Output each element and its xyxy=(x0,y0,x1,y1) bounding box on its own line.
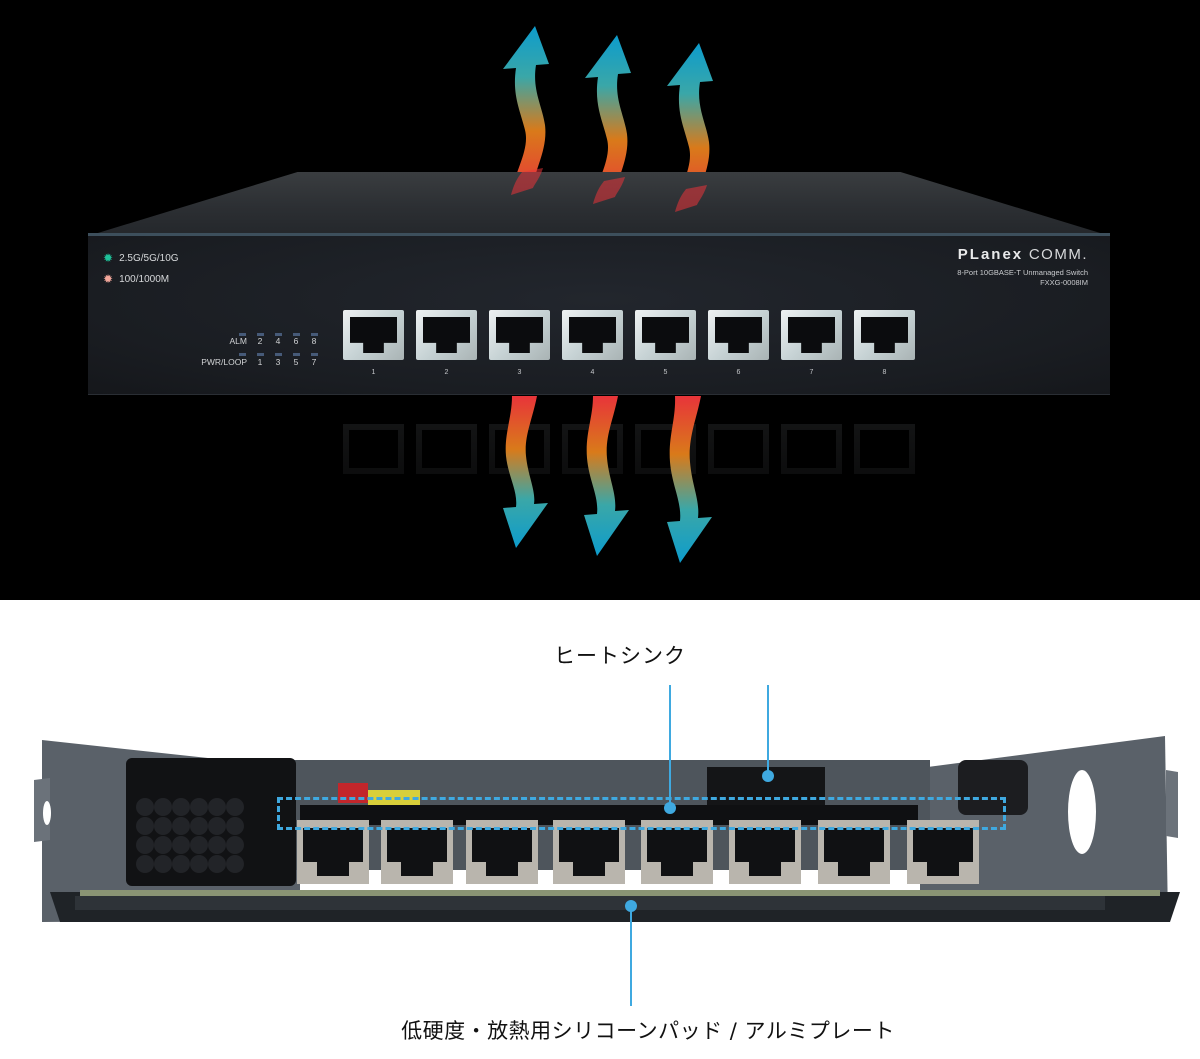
pad-label: 低硬度・放熱用シリコーンパッド / アルミプレート xyxy=(401,1019,895,1043)
pad-callout-line xyxy=(630,906,632,1006)
heatsink-callout-dot-2 xyxy=(762,770,774,782)
status-led xyxy=(310,353,318,356)
rj45-port: 7 xyxy=(781,310,842,376)
rj45-port-row: 1 2 3 4 5 6 7 8 xyxy=(343,310,915,376)
rj45-port: 3 xyxy=(489,310,550,376)
rj45-port: 4 xyxy=(562,310,623,376)
heat-arrows-down-icon xyxy=(503,396,712,563)
heatsink-callout-dot-1 xyxy=(664,802,676,814)
status-led xyxy=(238,353,246,356)
rj45-port: 8 xyxy=(854,310,915,376)
led-legend-1g: ✹ 100/1000M xyxy=(103,272,170,286)
internal-rj45-ports xyxy=(297,820,979,884)
rj45-port: 2 xyxy=(416,310,477,376)
status-led xyxy=(238,333,246,336)
led-burst-icon: ✹ xyxy=(103,272,114,286)
heatsink-callout-line-1 xyxy=(669,685,671,805)
pwr-loop-label: PWR/LOOP xyxy=(201,357,247,367)
switch-front-panel: ✹ 2.5G/5G/10G ✹ 100/1000M PLanex COMM. 8… xyxy=(88,236,1110,395)
alm-label: ALM xyxy=(229,336,247,346)
brand-block: PLanex COMM. 8-Port 10GBASE-T Unmanaged … xyxy=(957,246,1088,288)
status-led-matrix: ALM 2 4 6 8 PWR/LOOP 1 3 5 7 xyxy=(198,328,318,368)
heat-arrows-overlay-icon xyxy=(511,168,707,212)
rj45-port: 5 xyxy=(635,310,696,376)
product-hero-section: ✹ 2.5G/5G/10G ✹ 100/1000M PLanex COMM. 8… xyxy=(0,0,1200,600)
heatsink-highlight-box xyxy=(277,797,1006,830)
switch-top-edge xyxy=(88,233,1110,236)
rj45-port: 6 xyxy=(708,310,769,376)
internal-view-section: ヒートシンク xyxy=(0,600,1200,1059)
status-led xyxy=(256,353,264,356)
rj45-port: 1 xyxy=(343,310,404,376)
product-description: 8-Port 10GBASE-T Unmanaged Switch xyxy=(957,268,1088,277)
led-legend-10g: ✹ 2.5G/5G/10G xyxy=(103,251,179,265)
product-model: FXXG-0008IM xyxy=(1040,278,1088,287)
status-led xyxy=(292,353,300,356)
brand-logo: PLanex COMM. xyxy=(957,246,1088,263)
heat-arrows-up-icon xyxy=(503,26,713,212)
status-led xyxy=(310,333,318,336)
heatsink-label: ヒートシンク xyxy=(554,644,686,668)
status-led xyxy=(274,333,282,336)
status-led xyxy=(292,333,300,336)
chassis-internal-photo xyxy=(34,736,1180,922)
status-led xyxy=(256,333,264,336)
heatsink-callout-line-2 xyxy=(767,685,769,773)
led-burst-icon: ✹ xyxy=(103,251,114,265)
status-led xyxy=(274,353,282,356)
